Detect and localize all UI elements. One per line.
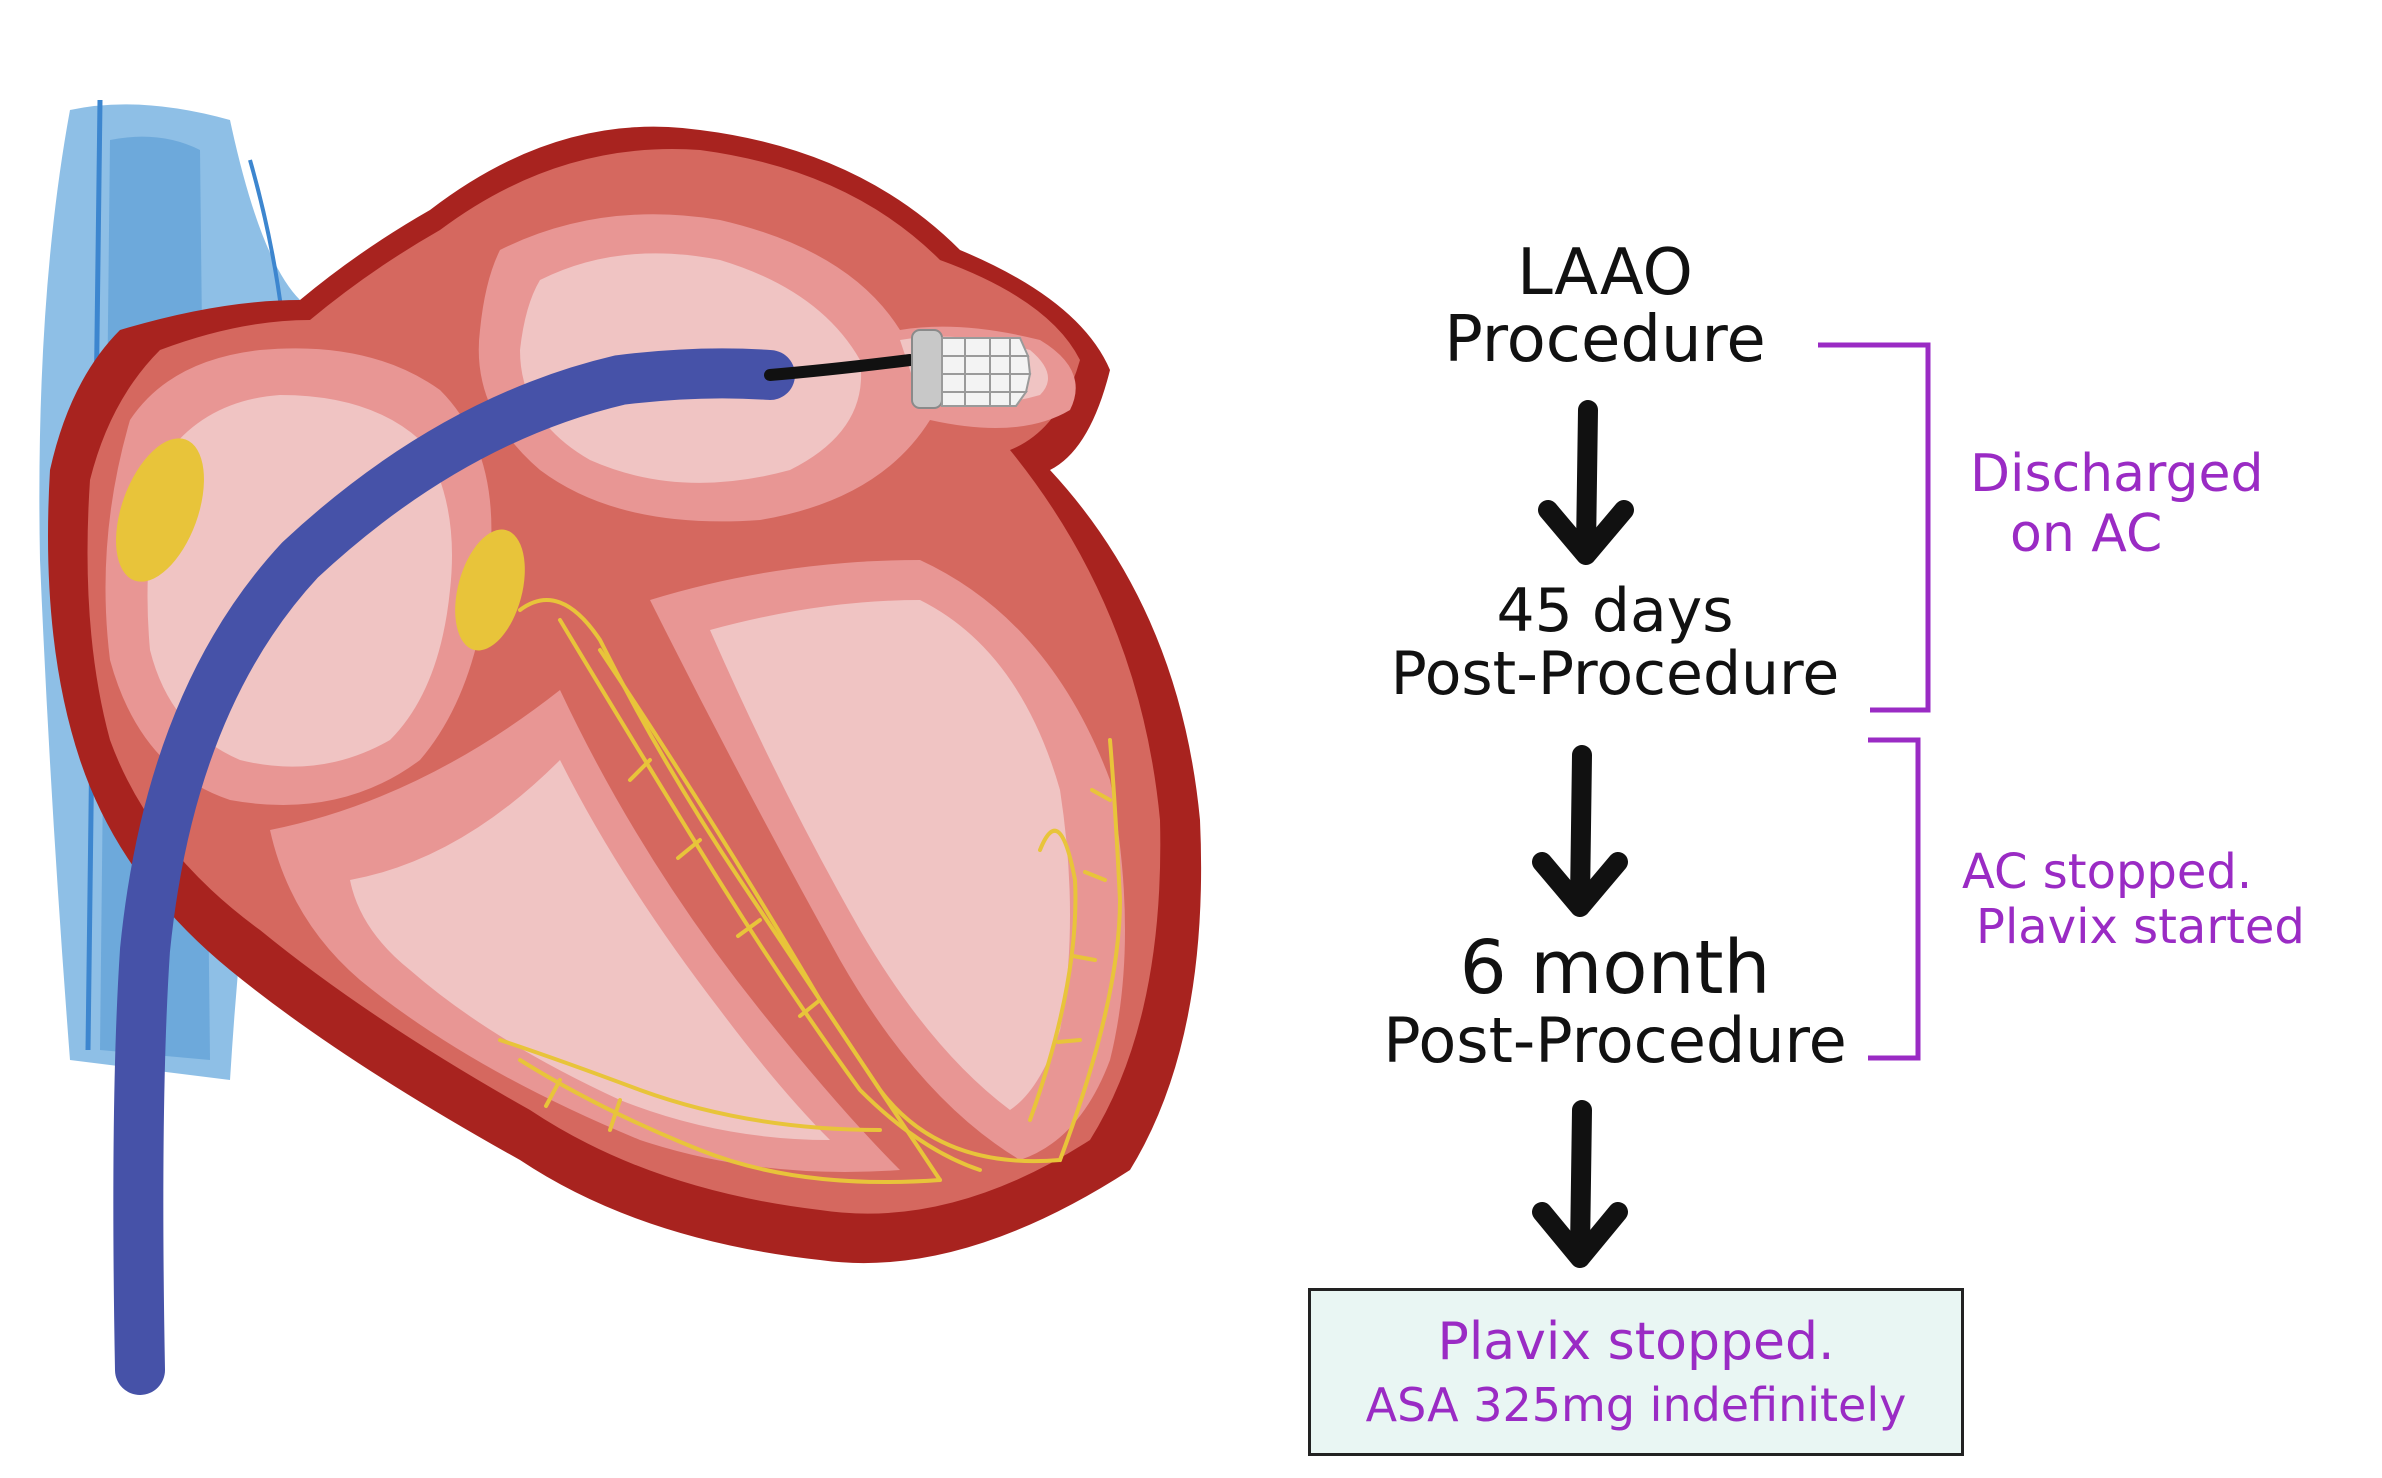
step-subtitle: Post-Procedure <box>1390 639 1840 709</box>
down-arrow-icon <box>1532 745 1628 917</box>
step-45-days: 45 days Post-Procedure <box>1380 580 1850 706</box>
final-outcome-box: Plavix stopped. ASA 325mg indefinitely <box>1308 1288 1964 1456</box>
bracket-icon <box>1868 737 1921 1061</box>
step-title: 6 month <box>1459 925 1771 1011</box>
final-line-1: Plavix stopped. <box>1437 1312 1835 1372</box>
annotation-line: AC stopped. <box>1962 844 2253 900</box>
step-subtitle: Post-Procedure <box>1383 1003 1847 1077</box>
annotation-line: Discharged <box>1970 444 2264 504</box>
bracket-icon <box>1818 342 1931 713</box>
step-6-month: 6 month Post-Procedure <box>1380 925 1850 1077</box>
delivery-catheter <box>113 348 795 1395</box>
annotation-ac-stopped: AC stopped. Plavix started <box>1962 844 2305 956</box>
step-title: 45 days <box>1496 576 1734 646</box>
final-line-2: ASA 325mg indefinitely <box>1365 1378 1907 1432</box>
sa-node <box>116 438 204 582</box>
down-arrow-icon <box>1532 1100 1628 1268</box>
down-arrow-icon <box>1538 400 1634 565</box>
step-subtitle: Procedure <box>1444 303 1766 378</box>
step-laao-procedure: LAAO Procedure <box>1410 236 1800 378</box>
conduction-fibers <box>498 598 1123 1184</box>
step-title: LAAO <box>1517 236 1693 310</box>
annotation-discharged-on-ac: Discharged on AC <box>1970 444 2264 565</box>
heart-illustration <box>39 99 1202 1395</box>
annotation-line: on AC <box>2010 503 2163 564</box>
av-node <box>455 529 525 651</box>
occluder-device-icon <box>911 329 1032 409</box>
annotation-line: Plavix started <box>1976 899 2305 956</box>
